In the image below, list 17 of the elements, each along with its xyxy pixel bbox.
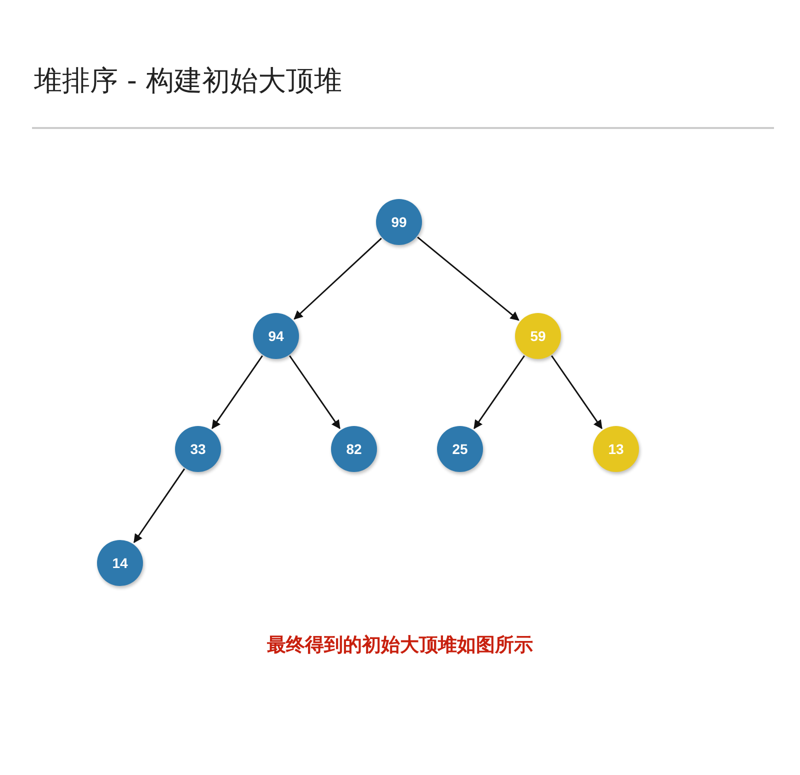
arrow xyxy=(289,355,340,430)
arrow xyxy=(474,355,525,430)
heap-node-circle: 14 xyxy=(97,540,143,586)
arrow xyxy=(417,236,520,321)
arrow xyxy=(294,238,382,320)
arrow xyxy=(134,468,186,544)
heap-node-circle: 94 xyxy=(253,313,299,359)
caption-note: 最终得到的初始大顶堆如图所示 xyxy=(267,634,533,656)
arrow xyxy=(551,355,602,430)
heap-node-circle: 59 xyxy=(515,313,561,359)
heap-node-circle: 99 xyxy=(376,199,422,245)
arrow xyxy=(212,355,263,430)
heap-node-circle: 13 xyxy=(593,426,639,472)
heap-node-circle: 82 xyxy=(331,426,377,472)
heap-node-circle: 33 xyxy=(175,426,221,472)
heap-node-circle: 25 xyxy=(437,426,483,472)
title: 堆排序 - 构建初始大顶堆 xyxy=(34,63,342,99)
